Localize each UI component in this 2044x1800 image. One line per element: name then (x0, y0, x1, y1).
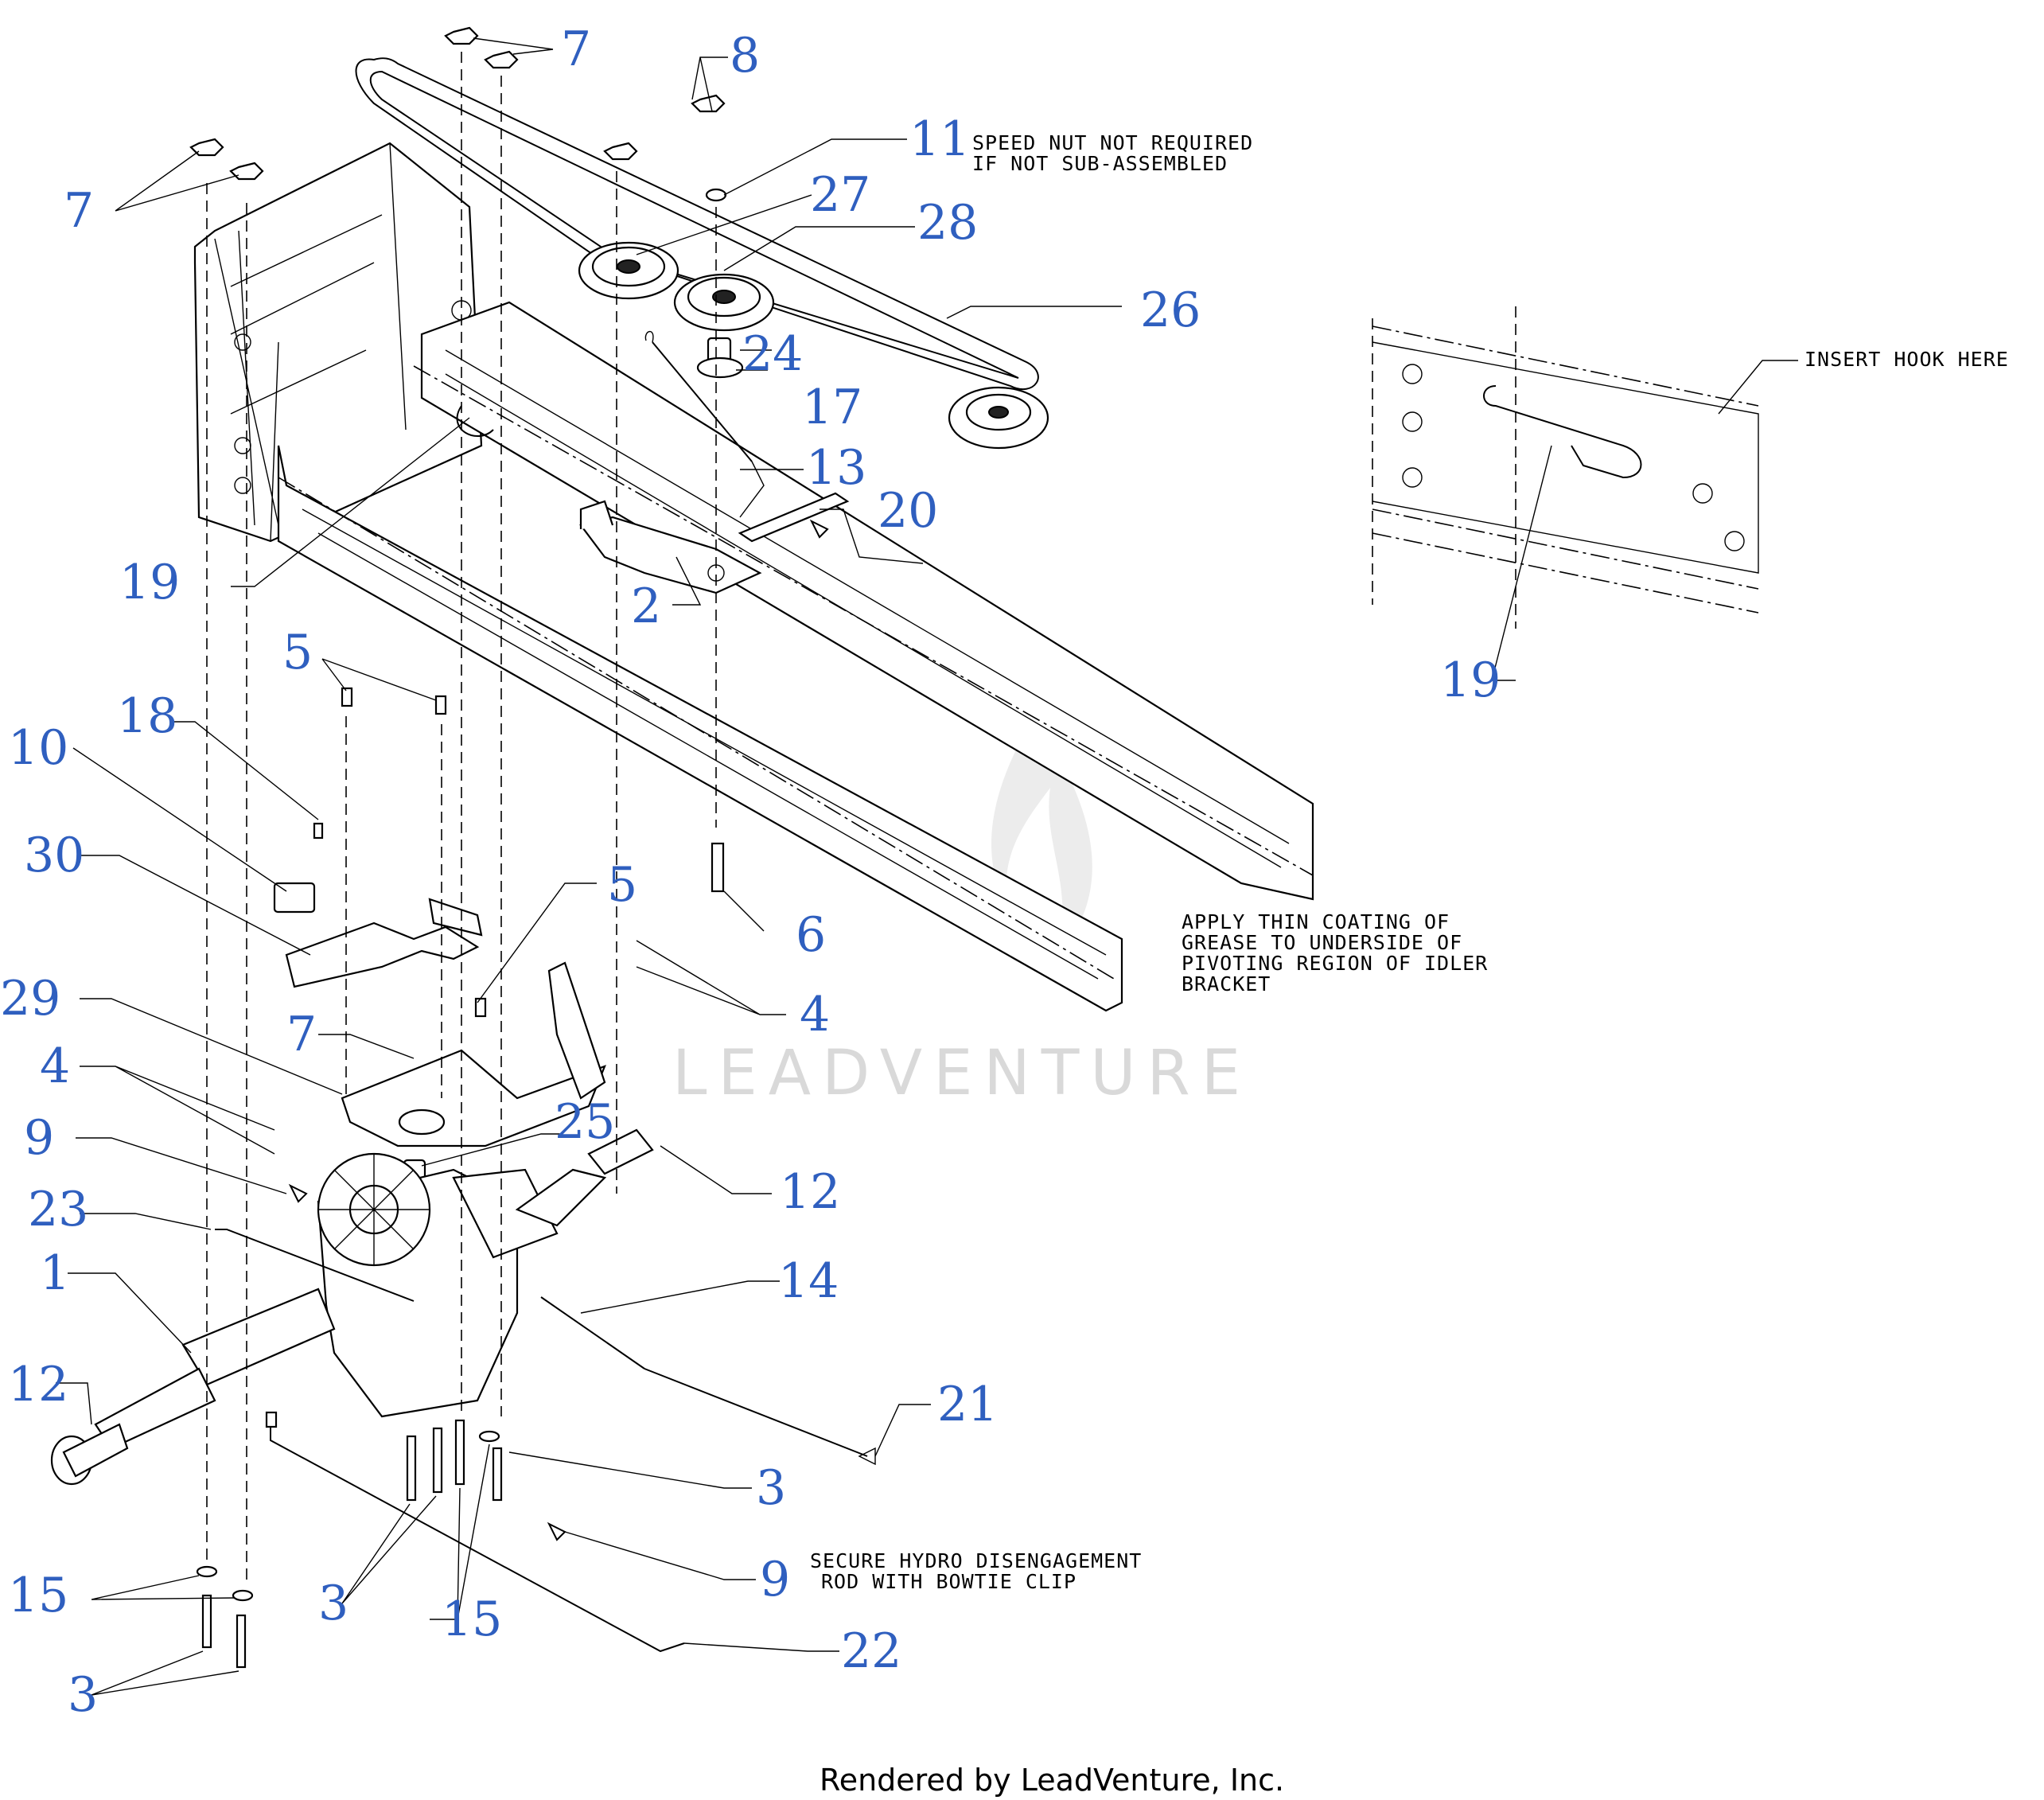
callout-11: 11 (909, 111, 970, 167)
callout-25: 25 (555, 1094, 615, 1150)
callout-30: 30 (24, 828, 84, 883)
callout-24: 24 (742, 326, 803, 382)
alignment-lines (206, 52, 717, 1580)
callout-21: 21 (937, 1377, 998, 1432)
callout-3-right: 3 (756, 1460, 786, 1516)
note-grease-line2: GREASE TO UNDERSIDE OF (1182, 931, 1462, 954)
callout-17: 17 (802, 380, 862, 435)
bowtie-clip-20 (809, 519, 829, 539)
callout-9-left: 9 (24, 1110, 54, 1166)
callout-10: 10 (8, 720, 68, 776)
washers-15 (196, 1430, 500, 1602)
note-hydro-line1: SECURE HYDRO DISENGAGEMENT (810, 1549, 1142, 1572)
note-hydro-line2: ROD WITH BOWTIE CLIP (821, 1570, 1077, 1593)
callout-7-left: 7 (64, 183, 94, 239)
spring-14 (540, 1296, 868, 1457)
callout-13: 13 (806, 440, 866, 496)
transaxle-1 (94, 1152, 607, 1450)
callout-29: 29 (0, 971, 60, 1027)
inset-detail (1372, 306, 1759, 629)
disengagement-rod-22 (265, 1411, 685, 1653)
note-grease-line4: BRACKET (1182, 972, 1271, 995)
callout-28: 28 (917, 195, 978, 251)
callout-2: 2 (631, 579, 661, 634)
callout-4-right: 4 (800, 987, 830, 1042)
callout-7-mid: 7 (286, 1007, 317, 1062)
callout-4-left: 4 (40, 1038, 70, 1094)
washer-17 (696, 356, 744, 379)
callout-5-top: 5 (282, 625, 313, 680)
annotation-notes: SPEED NUT NOT REQUIRED IF NOT SUB-ASSEMB… (810, 131, 2009, 1593)
transaxle-pulley (948, 386, 1049, 450)
callout-12-left: 12 (8, 1357, 68, 1412)
note-speed-nut-line1: SPEED NUT NOT REQUIRED (972, 131, 1253, 154)
note-speed-nut-line2: IF NOT SUB-ASSEMBLED (972, 152, 1228, 175)
note-insert-hook: INSERT HOOK HERE (1805, 348, 2009, 371)
callout-12-right: 12 (780, 1164, 840, 1220)
watermark-text: LEADVENTURE (672, 1038, 1252, 1109)
frame-rail (277, 301, 1314, 1012)
callout-3-left: 3 (68, 1667, 98, 1723)
callout-labels: 7 8 7 11 27 28 26 24 17 13 20 19 2 5 18 … (0, 21, 1501, 1723)
frame-side-plate (193, 142, 483, 543)
callout-8: 8 (730, 28, 760, 84)
leader-lines (56, 37, 1798, 1696)
callout-23: 23 (28, 1182, 88, 1237)
switch-bracket-30 (285, 898, 483, 988)
callout-27: 27 (810, 167, 870, 223)
callout-19-inset: 19 (1440, 653, 1501, 708)
callout-15-mid: 15 (442, 1592, 502, 1647)
bolts (313, 687, 725, 1018)
callout-15-left: 15 (8, 1568, 68, 1623)
transaxle-bracket-29 (341, 961, 606, 1147)
idler-bracket-2 (579, 492, 850, 594)
callout-14: 14 (778, 1253, 839, 1309)
callout-26: 26 (1140, 282, 1201, 338)
rod-23 (215, 1229, 415, 1302)
bolts-3 (201, 1419, 503, 1669)
hex-nuts (189, 26, 727, 202)
idler-pulley-28 (673, 273, 775, 332)
callout-19-main: 19 (119, 555, 180, 610)
note-grease-line3: PIVOTING REGION OF IDLER (1182, 952, 1488, 975)
callout-9-bottom: 9 (760, 1552, 790, 1607)
idler-pulley-27 (578, 241, 679, 300)
callout-3-mid: 3 (318, 1576, 348, 1631)
callout-1: 1 (40, 1245, 70, 1301)
axle-cap-12 (50, 1128, 654, 1486)
callout-7-top: 7 (561, 21, 591, 77)
callout-20: 20 (878, 483, 938, 539)
footer-credit: Rendered by LeadVenture, Inc. (820, 1763, 1284, 1798)
callout-18: 18 (117, 688, 177, 744)
callout-5-mid: 5 (607, 857, 637, 913)
callout-22: 22 (841, 1623, 901, 1679)
note-grease-line1: APPLY THIN COATING OF (1182, 910, 1450, 933)
hook-19 (456, 405, 494, 438)
callout-6: 6 (796, 907, 826, 963)
bowtie-clips-9 (288, 1183, 566, 1541)
